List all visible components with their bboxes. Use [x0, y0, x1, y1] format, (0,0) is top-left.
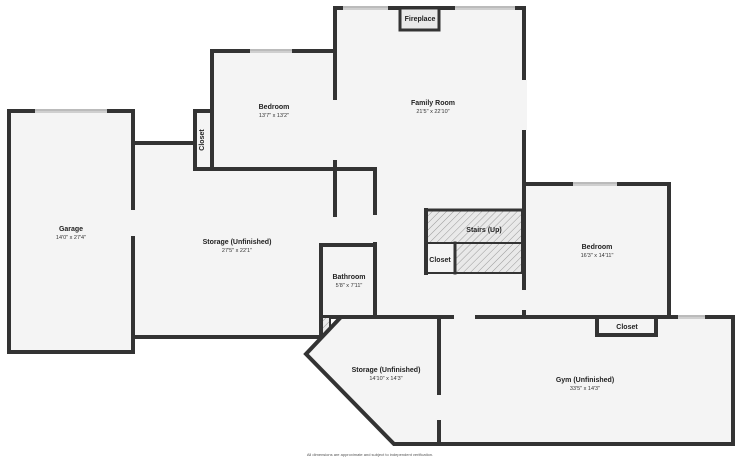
bedroom-1-label: Bedroom [259, 104, 290, 111]
bathroom-dims: 5'8" x 7'11" [336, 283, 363, 289]
closet-stairs-label: Closet [429, 257, 451, 264]
closet-right-label: Closet [616, 324, 638, 331]
storage-small-dims: 14'10" x 14'3" [369, 376, 402, 382]
bedroom-1-dims: 13'7" x 13'2" [259, 113, 289, 119]
garage-label: Garage [59, 226, 83, 233]
bedroom-2-dims: 16'3" x 14'11" [581, 253, 614, 259]
interior-walls [193, 167, 377, 217]
room-bathroom [319, 243, 377, 336]
stairs-area [424, 208, 524, 275]
bedroom-2-label: Bedroom [582, 244, 613, 251]
gym-label: Gym (Unfinished) [556, 377, 614, 384]
room-bedroom-2 [522, 182, 671, 319]
door-openings [130, 80, 527, 420]
room-gym [437, 315, 735, 446]
storage-main-label: Storage (Unfinished) [203, 239, 272, 246]
closet-left-label: Closet [199, 129, 206, 151]
bathroom-label: Bathroom [332, 274, 365, 281]
storage-small-label: Storage (Unfinished) [352, 367, 421, 374]
family-room-dims: 21'5" x 22'10" [416, 109, 449, 115]
fireplace-label: Fireplace [405, 16, 436, 23]
fireplace [398, 6, 441, 32]
room-storage-small [303, 315, 441, 446]
family-room-label: Family Room [411, 100, 455, 107]
garage-dims: 14'0" x 27'4" [56, 235, 86, 241]
room-garage [7, 109, 135, 354]
footer-note: All dimensions are approximate and subje… [307, 452, 433, 457]
storage-main-dims: 27'5" x 22'1" [222, 248, 252, 254]
gym-dims: 33'5" x 14'3" [570, 386, 600, 392]
stairs-label: Stairs (Up) [466, 227, 501, 234]
